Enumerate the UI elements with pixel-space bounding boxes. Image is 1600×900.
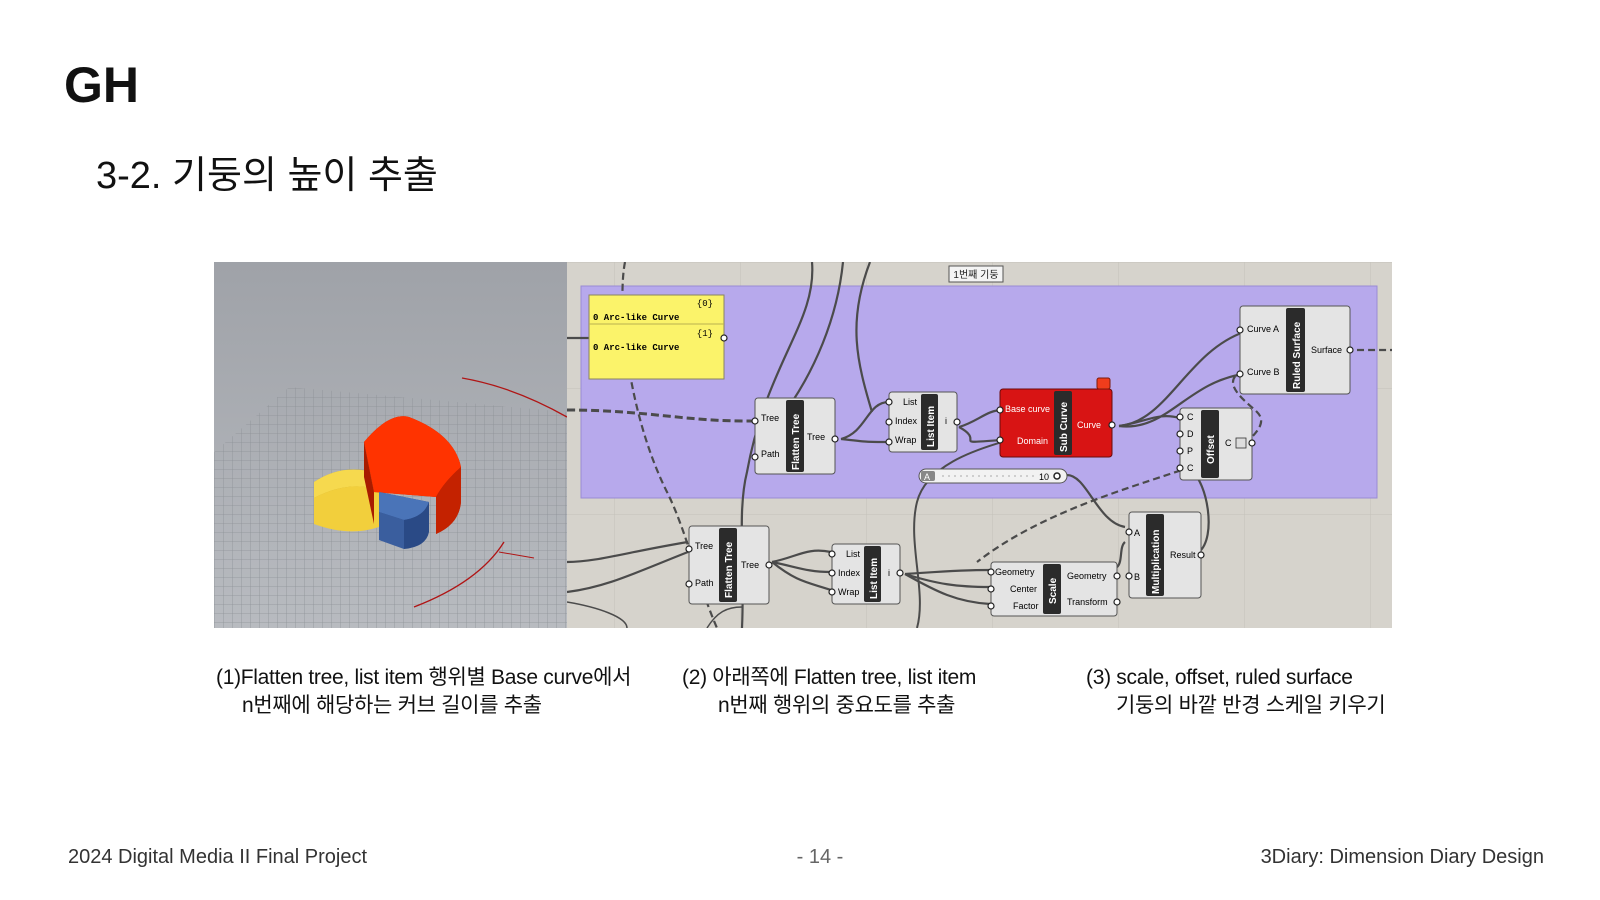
- sub-curve-component[interactable]: Sub Curve Base curve Domain Curve: [999, 377, 1113, 458]
- input-a: A: [1134, 528, 1140, 538]
- output-tree: Tree: [741, 560, 759, 570]
- component-name: Sub Curve: [1059, 402, 1070, 452]
- input-wrap: Wrap: [838, 587, 859, 597]
- caption-1: (1)Flatten tree, list item 행위별 Base curv…: [216, 664, 631, 720]
- output-curve: Curve: [1077, 420, 1101, 430]
- panel-item-1: 0 Arc-like Curve: [593, 343, 679, 353]
- section-subtitle: 3-2. 기둥의 높이 추출: [96, 155, 438, 197]
- output-transform: Transform: [1067, 597, 1108, 607]
- output-tree: Tree: [807, 432, 825, 442]
- input-distance: D: [1187, 429, 1194, 439]
- component-name: List Item: [869, 558, 880, 599]
- arc-curve: [413, 541, 505, 608]
- component-name: List Item: [926, 406, 937, 447]
- caption-line: n번째에 해당하는 커브 길이를 추출: [242, 694, 542, 717]
- page-title: GH: [64, 57, 139, 113]
- output-item: i: [945, 416, 947, 426]
- input-curve: C: [1187, 412, 1194, 422]
- ruled-surface-component[interactable]: Ruled Surface Curve A Curve B Surface: [1239, 305, 1351, 395]
- input-path: Path: [761, 449, 780, 459]
- panel-item-0: 0 Arc-like Curve: [593, 313, 679, 323]
- output-result: Result: [1170, 550, 1196, 560]
- input-tree: Tree: [761, 413, 779, 423]
- component-name: Ruled Surface: [1292, 321, 1303, 389]
- offset-component[interactable]: Offset C D P C C: [1179, 407, 1253, 481]
- arc-curve: [461, 377, 567, 418]
- panel-path-0: {0}: [697, 299, 713, 309]
- page-number: - 14 -: [796, 846, 844, 868]
- input-curve-b: Curve B: [1247, 367, 1280, 377]
- input-path: Path: [695, 578, 714, 588]
- group-label: 1번째 기둥: [953, 269, 998, 281]
- output-item: i: [888, 568, 890, 578]
- caption-3: (3) scale, offset, ruled surface 기둥의 바깥 …: [1086, 664, 1386, 720]
- input-geometry: Geometry: [995, 567, 1035, 577]
- scale-component[interactable]: Scale Geometry Center Factor Geometry Tr…: [990, 561, 1118, 617]
- input-wrap: Wrap: [895, 435, 916, 445]
- input-index: Index: [895, 416, 918, 426]
- list-item-component-bottom[interactable]: List Item List Index Wrap i: [831, 543, 901, 605]
- input-list: List: [846, 549, 861, 559]
- caption-2: (2) 아래쪽에 Flatten tree, list item n번째 행위의…: [682, 664, 976, 720]
- input-index: Index: [838, 568, 861, 578]
- caption-line: (1)Flatten tree, list item 행위별 Base curv…: [216, 666, 632, 689]
- slider-label: A: [924, 472, 930, 482]
- grasshopper-canvas: 1번째 기둥: [567, 262, 1392, 628]
- input-base-curve: Base curve: [1005, 404, 1050, 414]
- input-curve-a: Curve A: [1247, 324, 1279, 334]
- number-slider[interactable]: A 10: [918, 468, 1068, 484]
- grasshopper-figure: 1번째 기둥: [214, 262, 1392, 628]
- input-plane: P: [1187, 446, 1193, 456]
- output-geometry: Geometry: [1067, 571, 1107, 581]
- input-domain: Domain: [1017, 436, 1048, 446]
- caption-line: (3) scale, offset, ruled surface: [1086, 666, 1353, 689]
- input-factor: Factor: [1013, 601, 1039, 611]
- input-tree: Tree: [695, 541, 713, 551]
- caption-line: n번째 행위의 중요도를 추출: [718, 694, 956, 717]
- component-name: Flatten Tree: [724, 541, 735, 598]
- input-corners: C: [1187, 463, 1194, 473]
- input-list: List: [903, 397, 918, 407]
- multiplication-component[interactable]: Multiplication A B Result: [1128, 511, 1202, 599]
- panel-path-1: {1}: [697, 329, 713, 339]
- component-name: Scale: [1048, 577, 1059, 604]
- input-center: Center: [1010, 584, 1037, 594]
- slider-value: 10: [1039, 472, 1049, 482]
- component-name: Multiplication: [1151, 530, 1162, 594]
- input-b: B: [1134, 572, 1140, 582]
- component-name: Flatten Tree: [791, 413, 802, 470]
- wires: [567, 262, 1245, 628]
- caption-line: (2) 아래쪽에 Flatten tree, list item: [682, 666, 977, 689]
- footer-right: 3Diary: Dimension Diary Design: [1260, 846, 1544, 868]
- footer-left: 2024 Digital Media II Final Project: [68, 846, 368, 868]
- output-surface: Surface: [1311, 345, 1342, 355]
- component-name: Offset: [1206, 434, 1217, 464]
- rhino-viewport: [214, 262, 567, 628]
- output-curve: C: [1225, 438, 1232, 448]
- flatten-tree-component-bottom[interactable]: Flatten Tree Tree Path Tree: [688, 525, 770, 605]
- ports: [685, 326, 1354, 610]
- flatten-tree-component[interactable]: Flatten Tree Tree Path Tree: [754, 397, 836, 475]
- caption-line: 기둥의 바깥 반경 스케일 키우기: [1116, 694, 1386, 717]
- list-item-component[interactable]: List Item List Index Wrap i: [888, 391, 958, 453]
- curve-panel[interactable]: {0} 0 Arc-like Curve {1} 0 Arc-like Curv…: [588, 294, 725, 380]
